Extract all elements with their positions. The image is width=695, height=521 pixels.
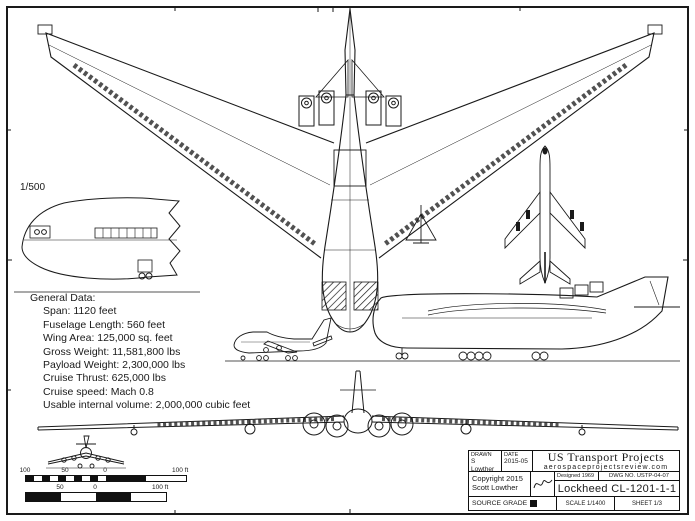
nose-detail-drawing: [14, 197, 200, 293]
sheet-border: [6, 6, 689, 515]
dwg-number: DWG NO. USTP-04-07: [609, 473, 669, 479]
front-left-wing: [37, 415, 345, 431]
date-value: 2015-05: [504, 458, 528, 465]
general-data-gross-weight: Gross Weight: 11,581,800 lbs: [43, 345, 181, 358]
right-wing: [365, 24, 663, 259]
scale-bar-top: [25, 475, 187, 482]
drawing-title-cell: Designed 1969 DWG NO. USTP-04-07 Lockhee…: [555, 472, 679, 496]
copyright-cell: Copyright 2015 Scott Lowther: [469, 472, 531, 496]
scale-bar-label: 0: [93, 484, 97, 491]
general-data-cruise-speed: Cruise speed: Mach 0.8: [43, 385, 154, 398]
b747-side-view: [233, 317, 333, 361]
nose-hatch-left: [321, 281, 347, 311]
cruise-engine-pods: [298, 90, 402, 127]
date-label: DATE: [504, 452, 519, 458]
drawn-value: S Lowther: [471, 458, 495, 471]
border-ticks: [7, 7, 688, 514]
scale-bar-label: 100 ft: [152, 484, 169, 491]
scale-bar-label: 0: [103, 467, 107, 474]
front-fuselage: [343, 408, 373, 434]
general-data-payload-weight: Payload Weight: 2,300,000 lbs: [43, 359, 186, 372]
b747-tailplane: [519, 259, 571, 285]
source-grade-cell: SOURCE GRADE: [469, 497, 557, 510]
cl1201-side-view: [225, 276, 680, 362]
general-data-fuselage-length: Fuselage Length: 560 feet: [43, 318, 166, 331]
b747-right-wing: [549, 190, 586, 250]
nose-hatch-right: [353, 281, 379, 311]
nose-detail-scale-label: 1/500: [20, 182, 46, 193]
sheet-cell: SHEET 1/3: [632, 500, 662, 507]
designed-value: 1969: [581, 473, 595, 479]
drawing-title: Lockheed CL-1201-1-1: [557, 482, 677, 495]
general-data-span: Span: 1120 feet: [43, 305, 117, 318]
date-cell: DATE 2015-05: [502, 451, 533, 471]
b747-left-wing: [504, 190, 541, 250]
general-data-wing-area: Wing Area: 125,000 sq. feet: [43, 332, 173, 345]
side-fuselage: [372, 276, 669, 350]
drawn-label: DRAWN: [471, 452, 492, 458]
b747-tailplane-side: [312, 335, 333, 347]
scale-bar-label: 50: [56, 484, 64, 491]
comparison-aircraft-silhouette: [405, 205, 437, 244]
scale-bar-label: 50: [61, 467, 69, 474]
front-landing-gear: [130, 412, 586, 438]
lift-engine-array-left: [72, 62, 317, 247]
scale-bar-bottom: [25, 492, 167, 502]
gear-bay: [137, 259, 153, 273]
scale-bar-label: 100: [19, 467, 31, 474]
organization-url: aerospaceprojectsreview.com: [543, 464, 669, 471]
general-data-title: General Data:: [30, 292, 96, 304]
side-landing-gear: [395, 348, 549, 361]
scale-bars: 100 50 0 100 ft 50 0 100 ft: [19, 467, 212, 509]
b747-wing-side: [263, 340, 298, 354]
general-data-cruise-thrust: Cruise Thrust: 625,000 lbs: [43, 372, 166, 385]
cockpit-box: [29, 225, 51, 239]
front-engine-array-left: [155, 417, 335, 427]
general-data-block: General Data: Span: 1120 feet Fuselage L…: [30, 292, 250, 413]
organization-cell: US Transport Projects aerospaceprojectsr…: [533, 451, 679, 471]
general-data-internal-volume: Usable internal volume: 2,000,000 cubic …: [43, 399, 251, 412]
cl1201-front-view: [37, 370, 679, 438]
tailplane-plan: [315, 58, 385, 98]
signature-cell: [531, 472, 555, 496]
title-block: DRAWN S Lowther DATE 2015-05 US Transpor…: [468, 450, 680, 511]
wing-root-side: [427, 303, 607, 316]
b747-engines: [516, 210, 584, 231]
copyright-line2: Scott Lowther: [472, 483, 518, 492]
scale-bar-label: 100 ft: [172, 467, 189, 474]
front-engine-array-right: [381, 417, 561, 427]
nose-outline: [21, 197, 181, 280]
b747-top-view: [504, 145, 586, 285]
source-grade-label: SOURCE GRADE: [472, 500, 528, 507]
organization-name: US Transport Projects: [547, 451, 665, 464]
copyright-line1: Copyright 2015: [472, 474, 523, 483]
payload-bay: [333, 149, 367, 187]
scale-cell: SCALE 1/1400: [557, 497, 615, 510]
designed-cell: Designed 1969: [555, 472, 599, 480]
cl1201-top-view: [37, 8, 663, 333]
drawn-cell: DRAWN S Lowther: [469, 451, 502, 471]
front-fin: [351, 370, 365, 414]
source-grade-box: [530, 500, 538, 507]
aft-engine-pods: [559, 281, 604, 299]
left-wing: [37, 24, 335, 259]
designed-label: Designed: [557, 473, 581, 479]
signature-mark: [533, 479, 552, 489]
window-band: [94, 227, 158, 239]
rudder-line: [649, 280, 660, 306]
front-right-wing: [371, 415, 679, 431]
b747-front-view: [46, 435, 126, 469]
b747-nose: [542, 147, 548, 155]
